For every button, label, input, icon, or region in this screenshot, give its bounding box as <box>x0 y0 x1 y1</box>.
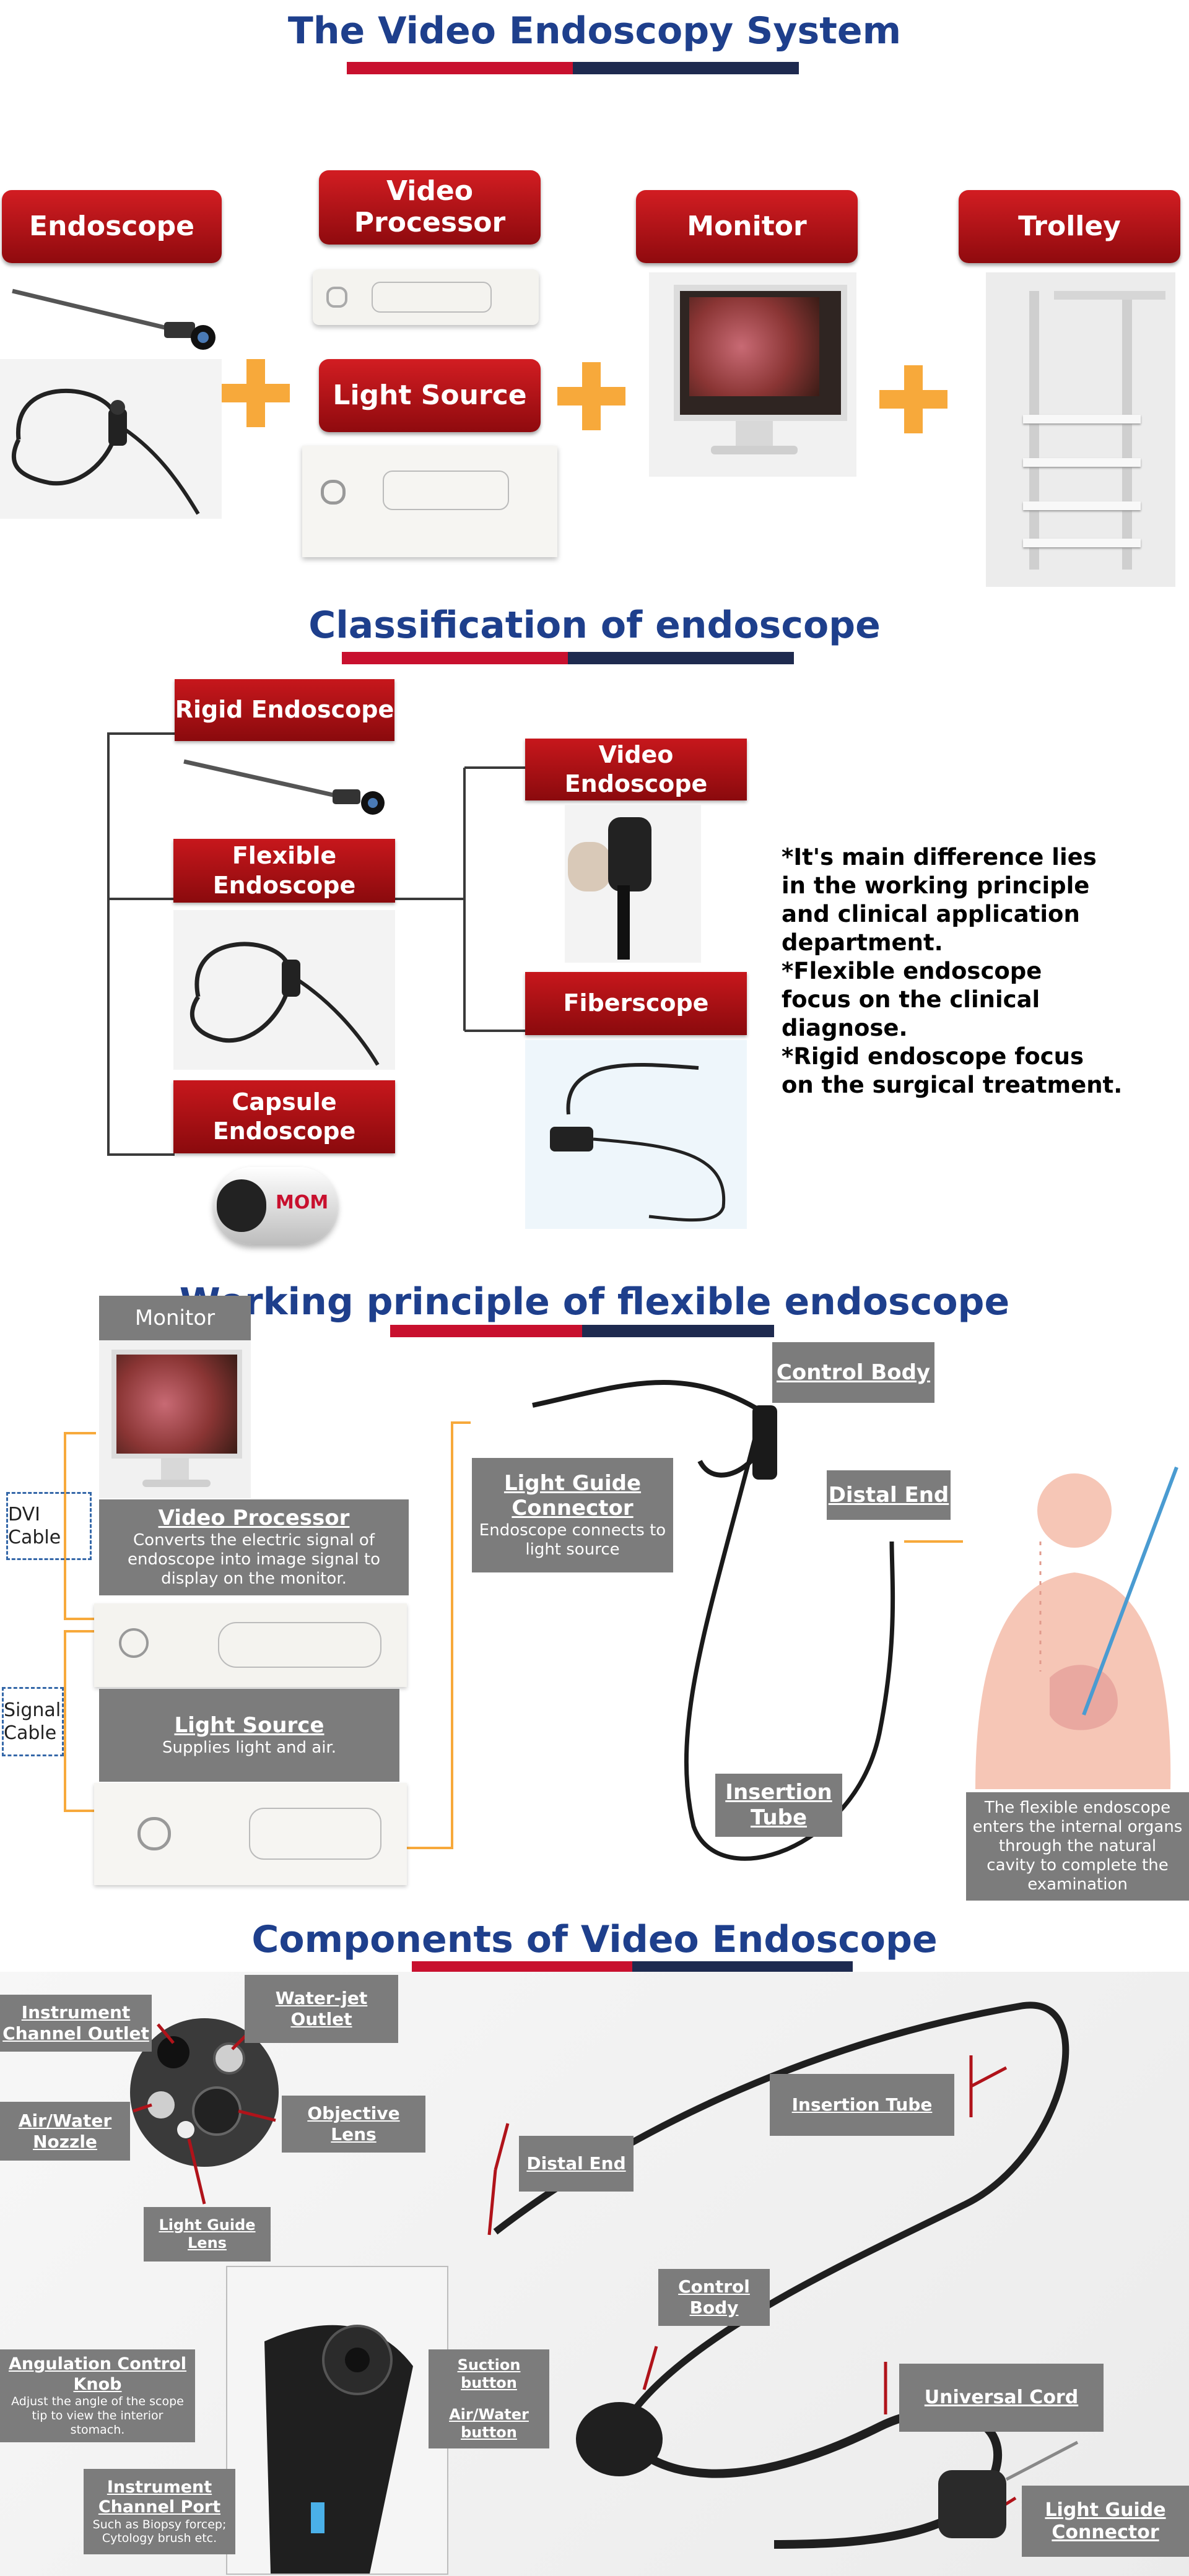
angulation-knob-desc: Adjust the angle of the scope tip to vie… <box>11 2395 184 2437</box>
label-trolley: Trolley <box>959 190 1180 263</box>
label-monitor: Monitor <box>636 190 858 263</box>
light-guide-connector-label: Light Guide Connector <box>1045 2499 1166 2543</box>
control-body-label: Control Body <box>776 1360 931 1385</box>
plus-icon <box>222 359 290 427</box>
control-handle-image <box>226 2266 448 2575</box>
trolley-image <box>986 272 1175 587</box>
label-endoscope: Endoscope <box>2 190 222 263</box>
light-guide-connector-box: Light Guide Connector <box>1022 2486 1189 2557</box>
insertion-tube-box: Insertion Tube <box>770 2074 954 2136</box>
monitor-image <box>99 1340 251 1498</box>
angulation-knob-box: Angulation Control Knob Adjust the angle… <box>0 2349 195 2442</box>
universal-cord-box: Universal Cord <box>899 2364 1104 2432</box>
label-video-endoscope: Video Endoscope <box>525 739 747 800</box>
plus-icon <box>557 362 625 430</box>
waterjet-label: Water-jet Outlet <box>275 1988 368 2029</box>
light-guide-connector-box: Light Guide Connector Endoscope connects… <box>472 1458 673 1572</box>
monitor-label-box: Monitor <box>99 1296 251 1340</box>
label-flexible-endoscope: Flexible Endoscope <box>173 839 395 903</box>
flexible-endoscope-image <box>173 910 395 1070</box>
dvi-cable-label: DVI Cable <box>6 1492 92 1560</box>
section-title-classification: Classification of endoscope <box>308 604 881 647</box>
lightguide-lens-box: Light Guide Lens <box>144 2207 271 2262</box>
distal-end-box: Distal End <box>519 2136 634 2192</box>
instrument-port-desc: Such as Biopsy forcep; Cytology brush et… <box>92 2517 227 2546</box>
section-title-components: Components of Video Endoscope <box>251 1918 938 1961</box>
light-guide-connector-heading: Light Guide Connector <box>503 1470 642 1521</box>
distal-end-box: Distal End <box>827 1470 951 1520</box>
title-underline <box>347 62 799 74</box>
universal-cord-label: Universal Cord <box>924 2387 1079 2408</box>
title-underline <box>342 652 794 664</box>
insertion-tube-box: Insertion Tube <box>715 1774 842 1837</box>
instrument-outlet-box: Instrument Channel Outlet <box>0 1995 152 2052</box>
light-source-image <box>302 446 557 557</box>
flexible-endoscope-image <box>0 359 222 519</box>
label-video-processor: Video Processor <box>319 170 541 245</box>
title-underline <box>412 1961 853 1974</box>
fiberscope-image <box>525 1040 747 1229</box>
instrument-port-box: Instrument Channel Port Such as Biopsy f… <box>84 2469 235 2554</box>
airwater-nozzle-box: Air/Water Nozzle <box>0 2102 130 2161</box>
section-title-system: The Video Endoscopy System <box>287 9 902 53</box>
control-body-box: Control Body <box>658 2269 770 2326</box>
angulation-knob-heading: Angulation Control Knob <box>8 2354 187 2394</box>
video-processor-image <box>94 1603 407 1687</box>
title-underline <box>390 1325 774 1337</box>
rigid-endoscope-image <box>183 759 385 815</box>
airwater-nozzle-label: Air/Water Nozzle <box>18 2110 112 2152</box>
suction-button-label: Suction button <box>457 2356 521 2392</box>
buttons-box: Suction button Air/Water button <box>429 2349 549 2448</box>
instrument-port-heading: Instrument Channel Port <box>98 2477 221 2517</box>
video-endoscope-image <box>565 805 701 963</box>
plus-icon <box>879 365 947 433</box>
light-source-desc: Supplies light and air. <box>162 1738 337 1757</box>
capsule-endoscope-image: MOM <box>214 1167 338 1244</box>
insertion-caption: The flexible endoscope enters the intern… <box>972 1798 1183 1894</box>
classification-note: *It's main difference lies in the workin… <box>782 844 1123 1098</box>
video-processor-box: Video Processor Converts the electric si… <box>99 1499 409 1595</box>
light-source-image <box>94 1783 407 1885</box>
insertion-caption-box: The flexible endoscope enters the intern… <box>966 1792 1189 1901</box>
label-rigid-endoscope: Rigid Endoscope <box>175 679 394 741</box>
airwater-button-label: Air/Water button <box>449 2406 529 2441</box>
label-light-source: Light Source <box>319 359 541 432</box>
monitor-label: Monitor <box>134 1305 216 1330</box>
insertion-tube-label: Insertion Tube <box>791 2094 933 2115</box>
label-capsule-endoscope: Capsule Endoscope <box>173 1080 395 1153</box>
control-body-label: Control Body <box>678 2276 750 2318</box>
body-illustration <box>969 1466 1178 1789</box>
label-fiberscope: Fiberscope <box>525 972 747 1035</box>
rigid-endoscope-image <box>12 288 216 350</box>
distal-end-label: Distal End <box>828 1482 949 1507</box>
video-processor-desc: Converts the electric signal of endoscop… <box>128 1531 380 1589</box>
waterjet-box: Water-jet Outlet <box>245 1975 398 2043</box>
light-source-box: Light Source Supplies light and air. <box>99 1689 399 1782</box>
video-processor-image <box>313 269 539 325</box>
objective-lens-box: Objective Lens <box>282 2096 425 2153</box>
signal-cable-label: Signal Cable <box>2 1687 64 1756</box>
monitor-image <box>649 272 856 477</box>
capsule-brand: MOM <box>276 1192 329 1213</box>
objective-lens-label: Objective Lens <box>307 2103 400 2144</box>
lightguide-lens-label: Light Guide Lens <box>159 2216 256 2252</box>
instrument-outlet-label: Instrument Channel Outlet <box>2 2002 149 2044</box>
control-body-box: Control Body <box>772 1342 934 1403</box>
video-processor-heading: Video Processor <box>158 1506 350 1531</box>
section-title-working-principle: Working principle of flexible endoscope <box>179 1280 1010 1324</box>
light-guide-connector-desc: Endoscope connects to light source <box>479 1521 666 1559</box>
light-source-heading: Light Source <box>174 1713 324 1738</box>
distal-end-label: Distal End <box>526 2153 626 2174</box>
insertion-tube-label: Insertion Tube <box>725 1780 832 1830</box>
